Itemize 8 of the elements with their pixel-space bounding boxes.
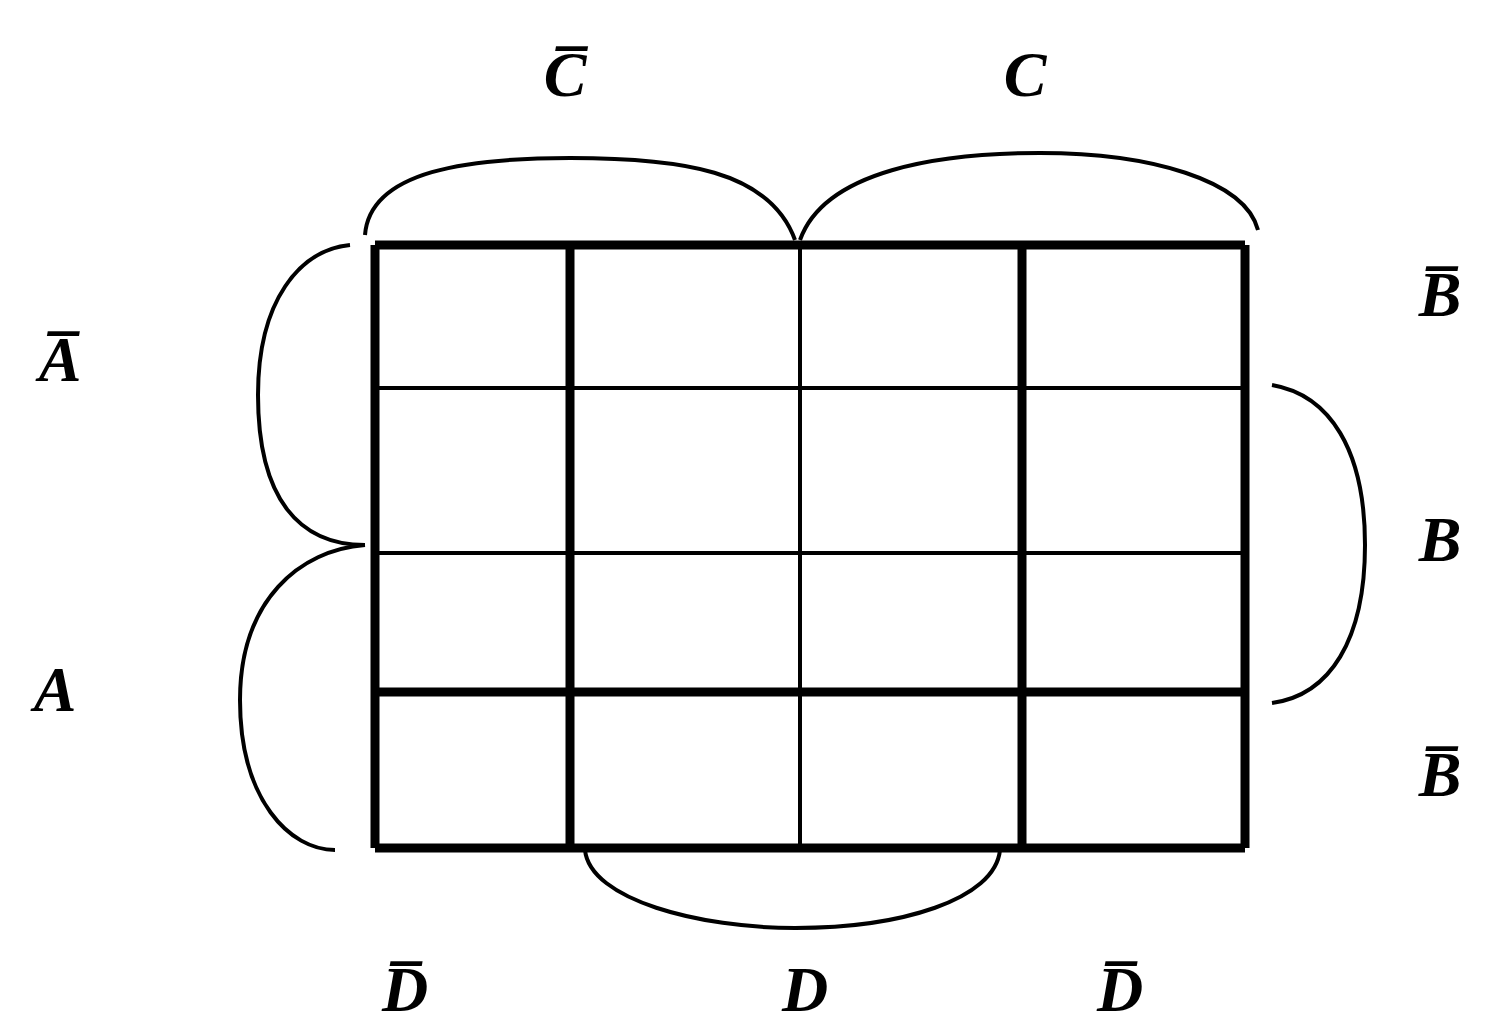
variable-label: D	[781, 958, 829, 1021]
variable-label: B̅	[1418, 743, 1462, 807]
variable-label: C̅	[543, 43, 587, 107]
variable-label: D̅	[381, 958, 429, 1021]
variable-label: B̅	[1418, 263, 1462, 327]
variable-label: D̅	[1096, 958, 1144, 1021]
variable-label: C	[1003, 43, 1047, 107]
variable-label: B	[1418, 508, 1462, 572]
